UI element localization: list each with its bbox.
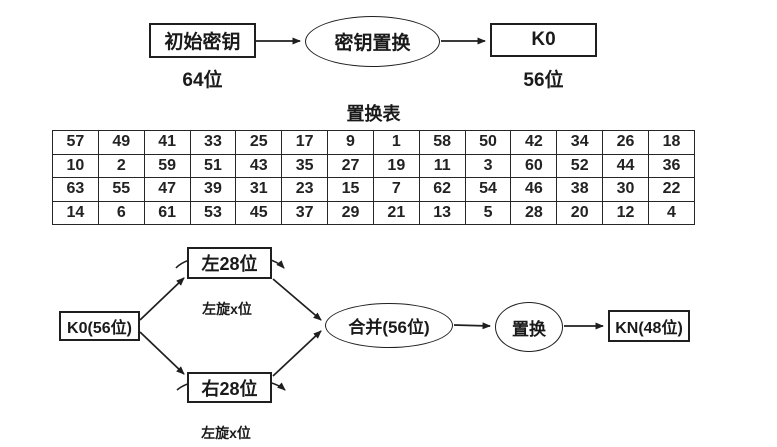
right-28-box: 右28位 xyxy=(187,372,272,403)
table-cell: 31 xyxy=(235,177,283,202)
table-cell: 30 xyxy=(602,177,649,202)
table-cell: 10 xyxy=(52,153,99,178)
table-cell: 23 xyxy=(281,177,329,202)
table-cell: 50 xyxy=(464,130,512,155)
arrow-left28-to-merge xyxy=(272,278,322,321)
k0-box: K0 xyxy=(490,23,597,57)
table-cell: 36 xyxy=(647,153,696,178)
table-cell: 2 xyxy=(97,153,145,178)
table-cell: 22 xyxy=(647,177,696,202)
left-28-box: 左28位 xyxy=(187,247,272,279)
table-cell: 27 xyxy=(327,153,374,178)
key-permutation-ellipse: 密钥置换 xyxy=(305,16,440,67)
table-cell: 35 xyxy=(281,153,329,178)
table-cell: 34 xyxy=(556,130,604,155)
table-cell: 6 xyxy=(97,200,145,225)
table-cell: 38 xyxy=(556,177,604,202)
table-cell: 58 xyxy=(418,130,466,155)
table-cell: 46 xyxy=(510,177,558,202)
table-cell: 11 xyxy=(418,153,466,178)
permutation-table-title: 置换表 xyxy=(346,104,401,124)
table-cell: 19 xyxy=(372,153,420,178)
arrow-k056-to-left28 xyxy=(139,277,185,321)
table-cell: 45 xyxy=(235,200,283,225)
table-cell: 49 xyxy=(97,130,145,155)
table-cell: 26 xyxy=(602,130,649,155)
table-cell: 60 xyxy=(510,153,558,178)
table-cell: 18 xyxy=(647,130,696,155)
table-cell: 51 xyxy=(189,153,237,178)
table-cell: 47 xyxy=(143,177,191,202)
table-cell: 25 xyxy=(235,130,283,155)
table-cell: 41 xyxy=(143,130,191,155)
initial-key-bits-label: 64位 xyxy=(182,70,223,91)
table-cell: 39 xyxy=(189,177,237,202)
kn-48-box: KN(48位) xyxy=(608,310,690,342)
table-cell: 37 xyxy=(281,200,329,225)
left-rotate-label: 左旋x位 xyxy=(202,301,252,317)
table-cell: 14 xyxy=(52,200,99,225)
table-cell: 4 xyxy=(647,200,696,225)
merge-ellipse: 合并(56位) xyxy=(325,303,453,348)
table-cell: 12 xyxy=(602,200,649,225)
right-rotate-label: 左旋x位 xyxy=(201,425,251,441)
table-cell: 20 xyxy=(556,200,604,225)
k0-bits-label: 56位 xyxy=(523,70,564,91)
table-cell: 42 xyxy=(510,130,558,155)
table-cell: 28 xyxy=(510,200,558,225)
table-cell: 29 xyxy=(327,200,374,225)
table-cell: 43 xyxy=(235,153,283,178)
table-cell: 61 xyxy=(143,200,191,225)
table-cell: 3 xyxy=(464,153,512,178)
arrow-k056-to-right28 xyxy=(139,331,185,375)
table-cell: 13 xyxy=(418,200,466,225)
table-cell: 7 xyxy=(372,177,420,202)
table-cell: 53 xyxy=(189,200,237,225)
table-cell: 63 xyxy=(52,177,99,202)
table-cell: 57 xyxy=(52,130,99,155)
table-cell: 33 xyxy=(189,130,237,155)
initial-key-box: 初始密钥 xyxy=(149,23,256,58)
arrow-merge-to-permute xyxy=(453,322,491,330)
arrow-right28-to-merge xyxy=(272,330,322,377)
table-cell: 21 xyxy=(372,200,420,225)
table-cell: 62 xyxy=(418,177,466,202)
table-cell: 15 xyxy=(327,177,374,202)
table-cell: 52 xyxy=(556,153,604,178)
table-cell: 5 xyxy=(464,200,512,225)
table-cell: 17 xyxy=(281,130,329,155)
table-cell: 44 xyxy=(602,153,649,178)
table-cell: 1 xyxy=(372,130,420,155)
permute-ellipse: 置换 xyxy=(495,302,563,352)
table-cell: 59 xyxy=(143,153,191,178)
table-cell: 9 xyxy=(327,130,374,155)
k0-56-box: K0(56位) xyxy=(59,311,140,341)
table-cell: 54 xyxy=(464,177,512,202)
table-cell: 55 xyxy=(97,177,145,202)
